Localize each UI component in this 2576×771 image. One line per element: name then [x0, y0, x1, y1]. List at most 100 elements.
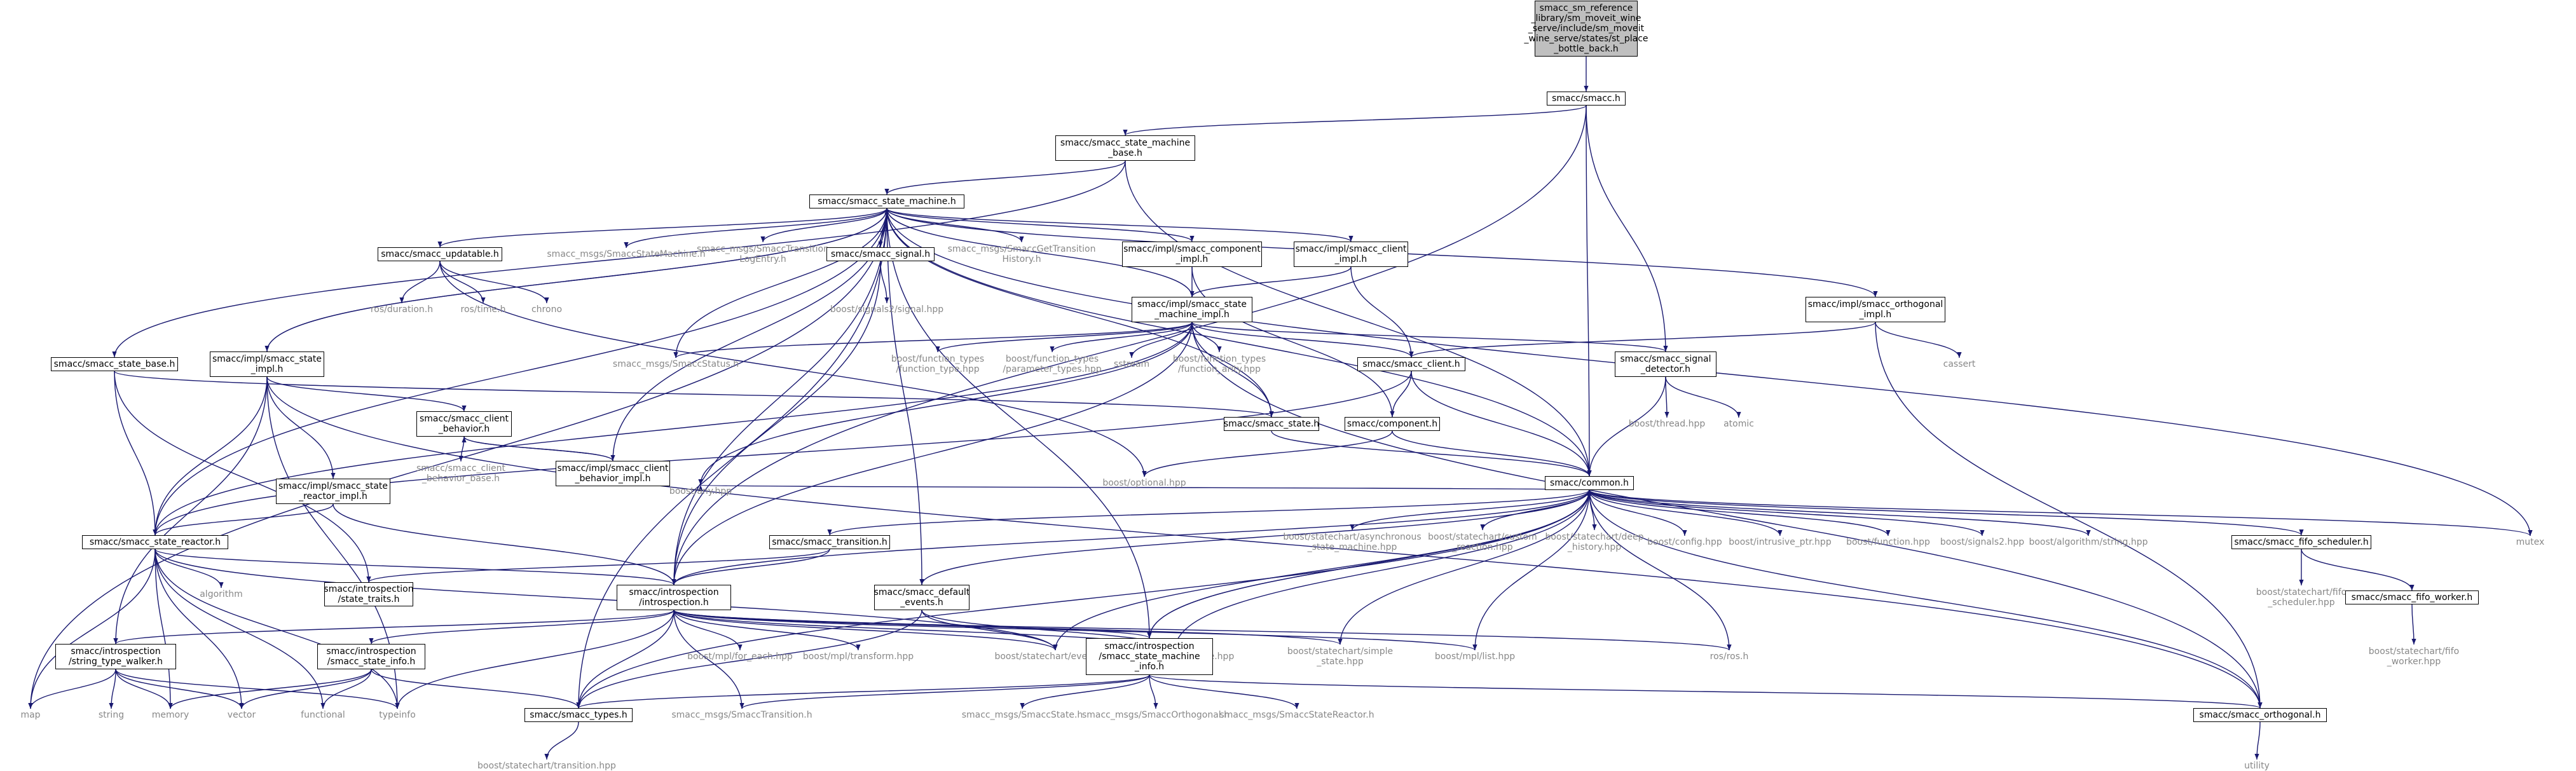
edge-introspection-to-typeinfo	[395, 610, 675, 709]
node-updatable[interactable]: smacc/smacc_updatable.h	[378, 247, 502, 261]
edge-client-to-component	[1390, 371, 1412, 418]
node-str-walker[interactable]: smacc/introspection /string_type_walker.…	[55, 644, 176, 669]
node-signals2: boost/signals2.hpp	[1940, 537, 2025, 547]
node-default-events[interactable]: smacc/smacc_default _events.h	[874, 585, 969, 610]
edge-sm-to-msgs-status	[673, 208, 887, 358]
node-smacc-h[interactable]: smacc/smacc.h	[1547, 92, 1626, 106]
node-state-info[interactable]: smacc/introspection /smacc_state_info.h	[317, 644, 425, 669]
edge-sm-impl-to-any-hpp	[698, 322, 1193, 486]
edge-sig-detector-to-thread-hpp	[1664, 376, 1669, 418]
edge-component-to-common	[1392, 430, 1592, 477]
node-cb-impl[interactable]: smacc/impl/smacc_client _behavior_impl.h	[556, 461, 670, 486]
edge-str-walker-to-vector	[115, 669, 244, 709]
edge-reactor-to-functional	[154, 549, 325, 709]
edge-introspection-to-simple-state	[673, 610, 1343, 645]
node-client[interactable]: smacc/smacc_client.h	[1357, 357, 1465, 371]
edge-orth-impl-to-orthogonal	[1875, 322, 2263, 709]
node-algorithm: algorithm	[200, 589, 243, 599]
edge-sm-base-to-sm	[884, 160, 1126, 195]
edge-sm-impl-to-sstream	[1129, 322, 1193, 358]
edge-common-to-mutex	[1589, 489, 2533, 536]
edge-transition-to-state-traits	[366, 549, 830, 583]
node-client-impl[interactable]: smacc/impl/smacc_client _impl.h	[1294, 242, 1408, 267]
edge-common-to-ros-ros	[1589, 489, 1732, 651]
node-sm[interactable]: smacc/smacc_state_machine.h	[809, 194, 964, 208]
node-fifo-worker[interactable]: smacc/smacc_fifo_worker.h	[2345, 590, 2479, 604]
node-vector: vector	[227, 710, 256, 720]
node-sm-base[interactable]: smacc/smacc_state_machine _base.h	[1055, 135, 1195, 161]
edge-sm-to-introspection	[671, 208, 887, 585]
node-signals2-hpp: boost/signals2/signal.hpp	[830, 304, 944, 315]
node-component[interactable]: smacc/component.h	[1345, 417, 1440, 431]
node-sig-detector[interactable]: smacc/smacc_signal _detector.h	[1615, 351, 1716, 377]
node-reactor[interactable]: smacc/smacc_state_reactor.h	[82, 535, 228, 549]
edge-sm-impl-to-msgs-status	[673, 322, 1193, 358]
node-state-traits[interactable]: smacc/introspection /state_traits.h	[324, 582, 414, 606]
node-sm-impl[interactable]: smacc/impl/smacc_state _machine_impl.h	[1132, 297, 1252, 322]
edge-sm-info-to-msgs-state	[1020, 674, 1150, 709]
edge-state-impl-to-reactor-impl	[266, 376, 336, 479]
edge-comp-impl-to-component	[1191, 266, 1395, 418]
edge-str-walker-to-memory	[115, 669, 173, 709]
node-introspection[interactable]: smacc/introspection /introspection.h	[617, 585, 731, 610]
edge-sm-info-to-msgs-orth	[1149, 674, 1158, 709]
edge-sm-to-updatable	[437, 208, 887, 248]
node-async-sm: boost/statechart/asynchronous _state_mac…	[1283, 532, 1422, 552]
node-root[interactable]: smacc_sm_reference _library/sm_moveit_wi…	[1524, 1, 1648, 57]
node-common[interactable]: smacc/common.h	[1545, 476, 1634, 490]
edge-orth-impl-to-client	[1409, 322, 1876, 358]
edge-state-base-to-reactor	[114, 371, 158, 536]
node-types[interactable]: smacc/smacc_types.h	[524, 708, 633, 722]
edge-sm-impl-to-reactor	[153, 322, 1193, 536]
node-orth-impl[interactable]: smacc/impl/smacc_orthogonal _impl.h	[1805, 297, 1945, 322]
edge-sm-impl-to-ft-param	[1050, 322, 1193, 353]
edge-reactor-to-event-hpp	[154, 549, 1058, 651]
edge-sm-to-default-events	[886, 208, 924, 585]
edge-smacc-h-to-sm-base	[1123, 105, 1587, 136]
node-algo-string: boost/algorithm/string.hpp	[2029, 537, 2148, 547]
node-transition[interactable]: smacc/smacc_transition.h	[769, 535, 890, 549]
edge-introspection-to-msgs-transition	[673, 610, 744, 709]
edge-smacc-h-to-sig-detector	[1586, 105, 1668, 352]
node-any-hpp: boost/any.hpp	[669, 486, 732, 496]
node-ft-type: boost/function_types /function_type.hpp	[891, 354, 985, 374]
edge-sm-to-client-impl	[886, 208, 1353, 242]
edge-common-to-intrusive-ptr	[1589, 489, 1783, 536]
edge-common-to-default-events	[919, 489, 1590, 585]
node-chrono: chrono	[531, 304, 563, 315]
edge-cb-impl-to-client-beh	[462, 436, 613, 461]
node-fifo-sched[interactable]: smacc/smacc_fifo_scheduler.h	[2231, 535, 2371, 549]
node-orthogonal[interactable]: smacc/smacc_orthogonal.h	[2193, 708, 2327, 722]
node-state[interactable]: smacc/smacc_state.h	[1224, 417, 1319, 431]
node-comp-impl[interactable]: smacc/impl/smacc_component _impl.h	[1122, 242, 1262, 267]
node-state-base[interactable]: smacc/smacc_state_base.h	[51, 357, 178, 371]
edge-updatable-to-ros-time	[439, 261, 486, 304]
node-client-beh[interactable]: smacc/smacc_client _behavior.h	[416, 411, 512, 437]
node-sm-info[interactable]: smacc/introspection /smacc_state_machine…	[1086, 638, 1213, 675]
edge-state-impl-to-str-walker	[113, 376, 268, 645]
edge-transition-to-introspection	[671, 549, 830, 585]
edge-sm-to-comp-impl	[886, 208, 1195, 242]
node-string: string	[98, 710, 125, 720]
edge-common-to-signals2	[1589, 489, 1985, 536]
edge-common-to-simple-state	[1338, 489, 1590, 645]
node-msgs-transition: smacc_msgs/SmaccTransition.h	[671, 710, 812, 720]
node-reactor-impl[interactable]: smacc/impl/smacc_state _reactor_impl.h	[276, 479, 390, 504]
node-optional-hpp: boost/optional.hpp	[1102, 478, 1186, 488]
edge-sm-impl-to-client	[1191, 322, 1414, 358]
node-thread-hpp: boost/thread.hpp	[1628, 419, 1706, 429]
node-ros-duration: ros/duration.h	[370, 304, 434, 315]
edge-sm-base-to-state-base	[112, 160, 1126, 358]
edge-reactor-to-vector	[154, 549, 244, 709]
node-event-hpp: boost/statechart/event.hpp	[994, 652, 1116, 662]
node-state-impl[interactable]: smacc/impl/smacc_state _impl.h	[210, 351, 324, 377]
edge-smacc-h-to-common	[1586, 105, 1592, 477]
edge-str-walker-to-typeinfo	[115, 669, 400, 709]
node-msgs-sm: smacc_msgs/SmaccStateMachine.h	[547, 249, 706, 259]
edge-updatable-to-optional-hpp	[439, 261, 1147, 477]
edge-sm-impl-to-orthogonal	[1191, 322, 2263, 709]
edge-sm-info-to-msgs-reactor	[1149, 674, 1299, 709]
node-signal[interactable]: smacc/smacc_signal.h	[826, 247, 935, 261]
edge-sm-info-to-orthogonal	[1149, 674, 2262, 709]
